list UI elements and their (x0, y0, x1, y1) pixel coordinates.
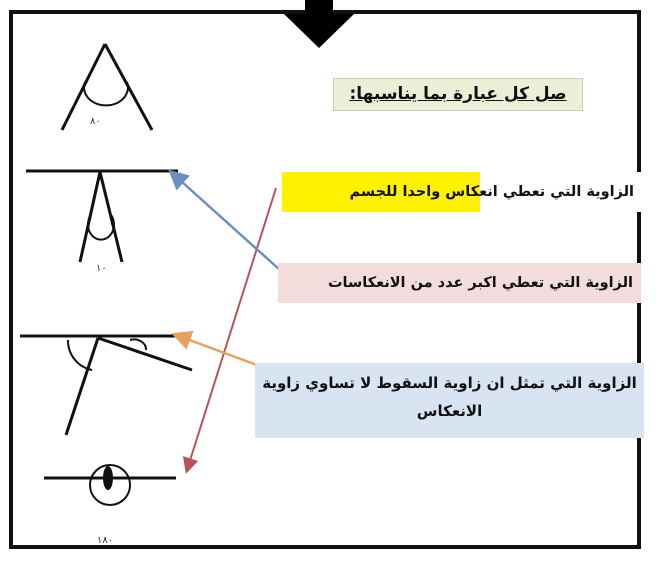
title-text: صل كل عبارة بما يناسبها: (349, 84, 567, 104)
angle-figure-80 (60, 43, 154, 131)
match-arrow-red (182, 187, 277, 474)
match-arrow-orange (171, 330, 266, 370)
worksheet-title: صل كل عبارة بما يناسبها: (333, 78, 583, 111)
angle-label-180: ١٨٠ (97, 535, 114, 546)
down-arrow-icon (284, 0, 354, 48)
angle-figure-unequal (20, 334, 193, 436)
angle-figure-180 (44, 464, 176, 506)
angle-label-80: ٨٠ (90, 116, 101, 127)
statement-three: الزاوية التي تمثل ان زاوية السقوط لا تسا… (255, 363, 644, 438)
statement-one: الزاوية التي تعطي انعكاس واحدا للجسم (282, 172, 642, 212)
angle-figure-10 (26, 169, 178, 263)
statement-two: الزاوية التي تعطي اكبر عدد من الانعكاسات (278, 263, 641, 303)
angle-label-10: ١٠ (96, 263, 107, 274)
match-arrow-blue (168, 169, 281, 271)
